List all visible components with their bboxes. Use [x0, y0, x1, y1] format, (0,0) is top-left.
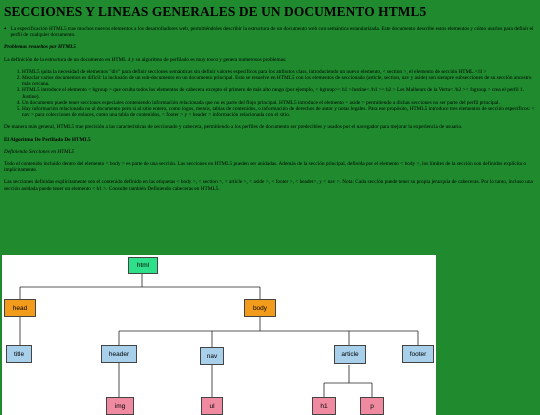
summary-text: De manera más general, HTML5 trae precis…	[4, 124, 463, 131]
list-item: HTML5 introduce el elemento < hgroup > q…	[22, 87, 536, 99]
node-p: p	[360, 397, 384, 415]
node-article: article	[334, 345, 366, 364]
problems-text: La definición de la estructura de un doc…	[4, 56, 287, 63]
list-item: Un documento puede tener secciones espec…	[22, 100, 536, 106]
node-title: title	[6, 345, 32, 363]
node-img: img	[106, 397, 134, 415]
intro-bullet: • La especificación HTML5 trae muchos nu…	[4, 25, 536, 39]
node-head: head	[4, 299, 36, 317]
problems-heading: Problemas resueltos por HTML5	[4, 44, 76, 51]
explicit-text: Las secciones definidas explícitamente s…	[4, 179, 533, 192]
document: SECCIONES Y LINEAS GENERALES DE UN DOCUM…	[4, 4, 536, 198]
node-body: body	[244, 299, 276, 317]
node-footer: footer	[402, 345, 434, 363]
defining-heading: Definiendo Secciones en HTML5	[4, 148, 75, 155]
bullet-icon: •	[4, 25, 7, 33]
algorithm-heading: El Algoritmo De Perfilado De HTML5	[4, 136, 91, 143]
page-title: SECCIONES Y LINEAS GENERALES DE UN DOCUM…	[4, 4, 427, 19]
outline-diagram: html head body title header nav article …	[2, 255, 436, 415]
problems-list: HTML5 quita la necesidad de elementos "d…	[4, 69, 536, 119]
node-html: html	[128, 257, 158, 274]
list-item: Mezclar varios documentos es difícil: la…	[22, 75, 536, 87]
defining-text: Todo el contenido incluido dentro del el…	[4, 161, 526, 174]
list-item: HTML5 quita la necesidad de elementos "d…	[22, 69, 536, 75]
node-nav: nav	[200, 347, 224, 365]
node-ul: ul	[201, 397, 223, 415]
node-header: header	[101, 345, 137, 363]
node-h1: h1	[312, 397, 336, 415]
list-item: Hay información relacionada no al docume…	[22, 106, 536, 118]
intro-text: La especificación HTML5 trae muchos nuev…	[10, 26, 534, 39]
diagram-connectors	[19, 274, 419, 397]
